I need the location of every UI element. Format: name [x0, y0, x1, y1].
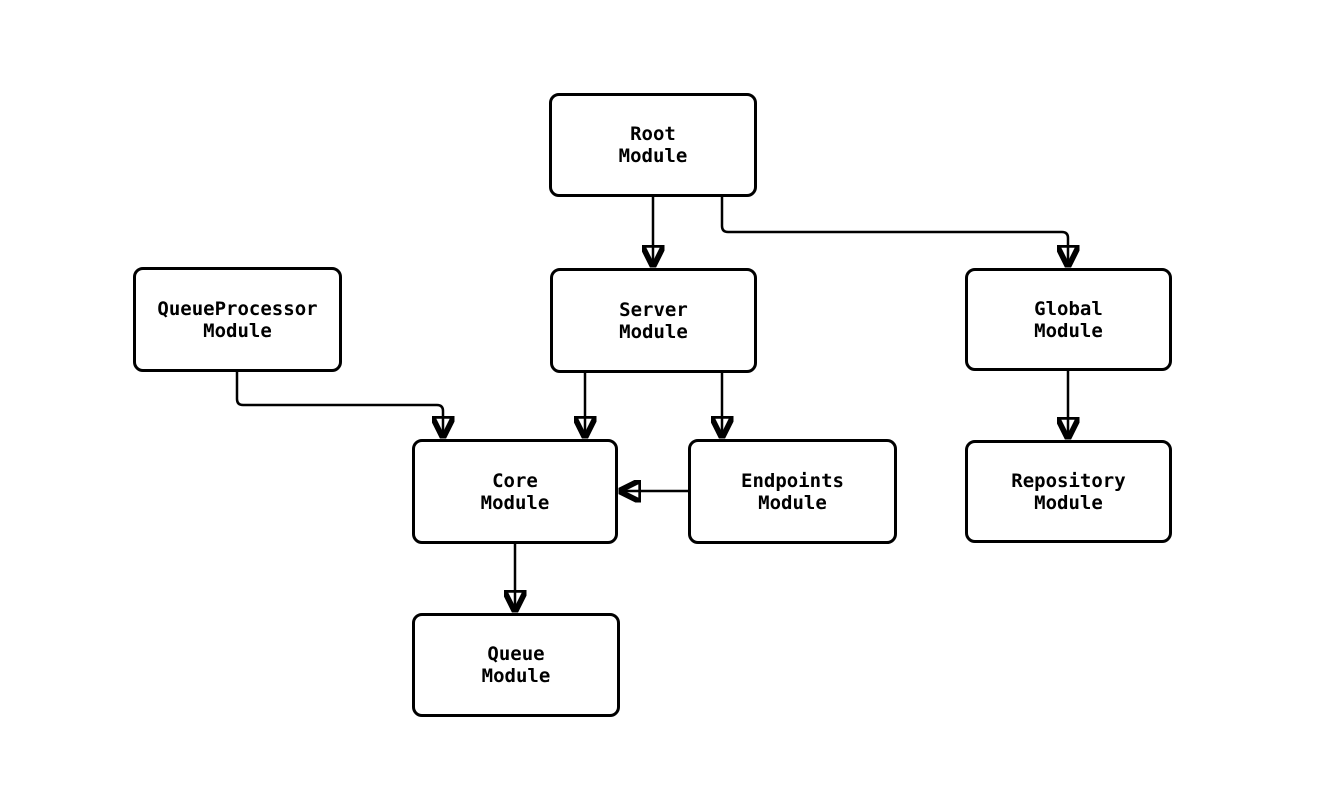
node-global-module-label: Global Module — [1034, 297, 1103, 342]
node-queueprocessor-module: QueueProcessor Module — [133, 267, 342, 372]
node-core-module-label: Core Module — [480, 469, 550, 514]
node-queueprocessor-module-label: QueueProcessor Module — [157, 297, 318, 342]
node-server-module: Server Module — [550, 268, 757, 373]
edge-queueprocessor-to-core — [235, 372, 443, 435]
node-server-module-label: Server Module — [619, 298, 688, 343]
node-global-module: Global Module — [965, 268, 1172, 371]
node-endpoints-module-label: Endpoints Module — [741, 469, 844, 514]
edge-root-to-global — [720, 197, 1068, 264]
node-queue-module-label: Queue Module — [481, 643, 551, 687]
node-endpoints-module: Endpoints Module — [688, 439, 897, 544]
node-repository-module: Repository Module — [965, 440, 1172, 543]
node-root-module: Root Module — [549, 93, 757, 197]
node-repository-module-label: Repository Module — [1011, 469, 1126, 514]
node-root-module-label: Root Module — [618, 123, 688, 167]
node-core-module: Core Module — [412, 439, 618, 544]
node-queue-module: Queue Module — [412, 613, 620, 717]
